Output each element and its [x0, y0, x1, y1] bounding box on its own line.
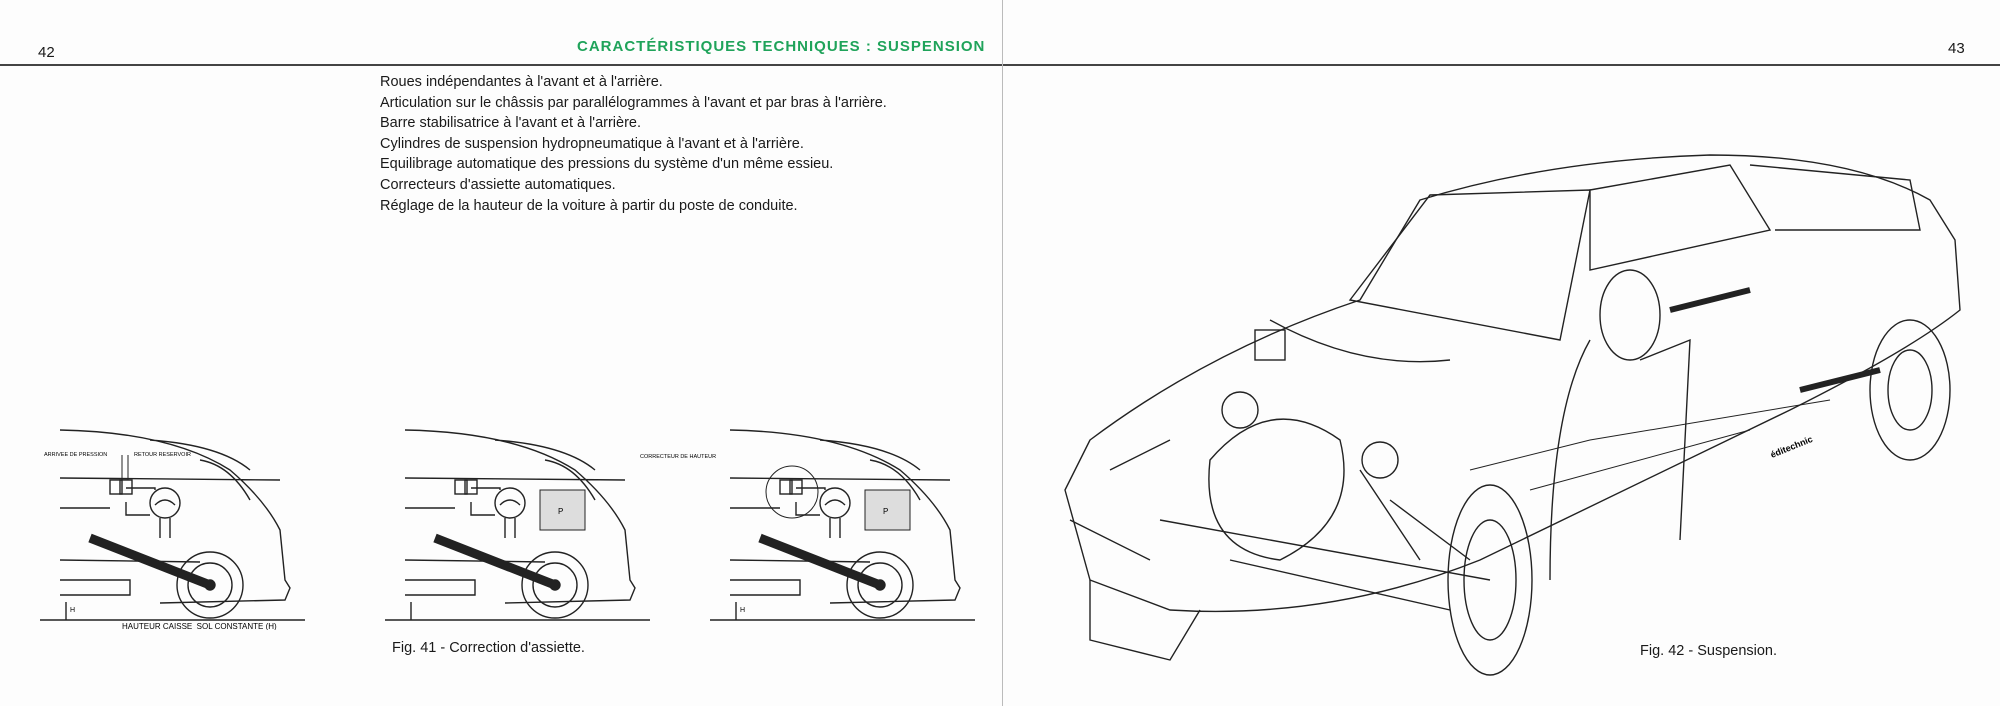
fig41-panel-2: P — [385, 430, 650, 620]
fig41-diagrams: ARRIVEE DE PRESSION RETOUR RESERVOIR H H… — [0, 420, 1000, 630]
spec-item: Roues indépendantes à l'avant et à l'arr… — [380, 74, 663, 90]
spec-item: Equilibrage automatique des pressions du… — [380, 156, 834, 173]
header-rule-left — [0, 64, 1002, 66]
label-pressure-in: ARRIVEE DE PRESSION — [44, 452, 107, 458]
header-rule-right — [1003, 64, 2000, 66]
label-tank-return: RETOUR RESERVOIR — [134, 452, 191, 458]
page-title: CARACTÉRISTIQUES TECHNIQUES : SUSPENSION — [577, 38, 986, 55]
spec-list: Roues indépendantes à l'avant et à l'arr… — [380, 72, 887, 216]
spec-item: Réglage de la hauteur de la voiture à pa… — [380, 197, 798, 214]
label-load-p-2: P — [883, 507, 888, 516]
spec-item: Barre stabilisatrice à l'avant et à l'ar… — [380, 115, 642, 132]
label-constant-height: HAUTEUR CAISSE_SOL CONSTANTE (H) — [122, 622, 277, 630]
fig42-car-cutaway: éditechnic — [1064, 154, 1961, 676]
editechnic-watermark: éditechnic — [1769, 434, 1814, 460]
page-number-left: 42 — [38, 44, 55, 61]
spec-item: Cylindres de suspension hydropneumatique… — [380, 135, 804, 152]
page-gutter — [1002, 0, 1003, 706]
fig42-caption: Fig. 42 - Suspension. — [1640, 643, 1778, 659]
label-height-corrector: CORRECTEUR DE HAUTEUR — [640, 454, 716, 460]
spec-item: Correcteurs d'assiette automatiques. — [380, 176, 616, 193]
spec-item: Articulation sur le châssis par parallél… — [380, 94, 887, 111]
fig41-caption: Fig. 41 - Correction d'assiette. — [392, 640, 585, 656]
label-load-p: P — [558, 507, 563, 516]
label-height-h: H — [70, 607, 75, 614]
label-height-h-2: H — [740, 607, 745, 614]
page-number-right: 43 — [1948, 40, 1965, 57]
fig41-panel-1: ARRIVEE DE PRESSION RETOUR RESERVOIR H H… — [40, 430, 305, 630]
fig41-panel-3: CORRECTEUR DE HAUTEUR P H — [640, 430, 975, 620]
